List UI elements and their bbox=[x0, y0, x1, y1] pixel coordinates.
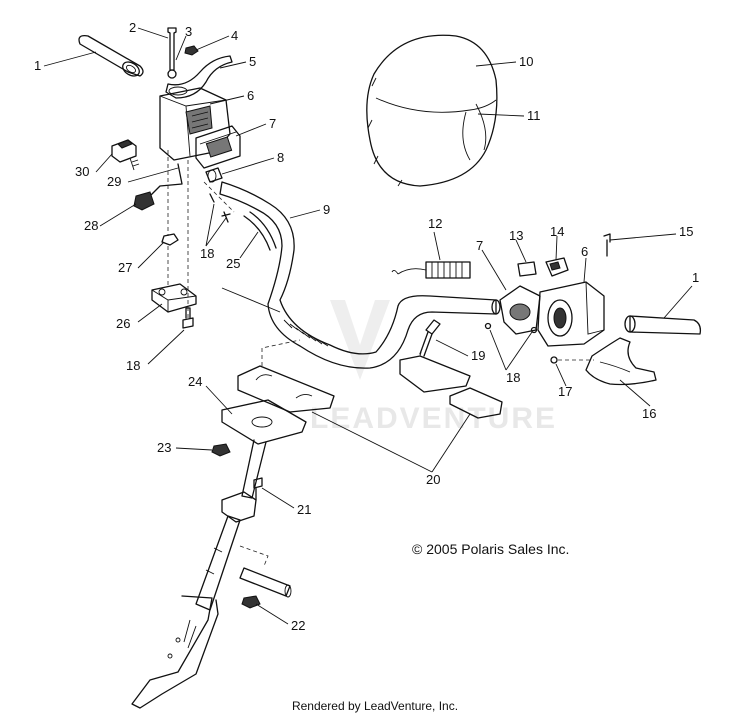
callout-8: 8 bbox=[277, 150, 284, 165]
switch-housing-7-right bbox=[499, 285, 541, 335]
callout-6-right: 6 bbox=[581, 244, 588, 259]
switch-housing-7 bbox=[195, 125, 241, 169]
leader-lines bbox=[43, 27, 693, 625]
watermark: LEADVENTURE bbox=[310, 300, 557, 435]
bolt-18-b bbox=[221, 211, 231, 223]
callout-12: 12 bbox=[428, 216, 442, 231]
handlebar-pad-10 bbox=[366, 34, 498, 187]
callout-13: 13 bbox=[509, 228, 523, 243]
clamp-30 bbox=[111, 139, 140, 171]
callout-26: 26 bbox=[116, 316, 130, 331]
cable-29 bbox=[147, 163, 183, 199]
callout-18-b: 18 bbox=[126, 358, 140, 373]
throttle-housing-6 bbox=[159, 87, 231, 161]
callout-7-right: 7 bbox=[476, 238, 483, 253]
callout-20: 20 bbox=[426, 472, 440, 487]
callout-10: 10 bbox=[519, 54, 533, 69]
callout-24: 24 bbox=[188, 374, 202, 389]
callout-16: 16 bbox=[642, 406, 656, 421]
housing-6-right bbox=[537, 281, 605, 347]
callout-11: 11 bbox=[527, 108, 541, 123]
screw-2 bbox=[167, 27, 177, 71]
callout-17: 17 bbox=[558, 384, 572, 399]
watermark-text: LEADVENTURE bbox=[310, 402, 557, 435]
callout-30: 30 bbox=[75, 164, 89, 179]
right-grip bbox=[624, 315, 702, 335]
fitting-8 bbox=[205, 167, 223, 183]
callout-6-left: 6 bbox=[247, 88, 254, 103]
left-grip bbox=[78, 35, 144, 77]
callout-1-right: 1 bbox=[692, 270, 699, 285]
callout-5: 5 bbox=[249, 54, 256, 69]
callout-18-c: 18 bbox=[506, 370, 520, 385]
callout-14: 14 bbox=[550, 224, 564, 239]
sleeve-22 bbox=[239, 545, 292, 609]
callout-18-a: 18 bbox=[200, 246, 214, 261]
screw-15 bbox=[603, 233, 611, 257]
callout-27: 27 bbox=[118, 260, 132, 275]
clamp-block-26 bbox=[151, 283, 197, 313]
bolt-19 bbox=[419, 319, 441, 357]
steering-post bbox=[131, 515, 241, 709]
callout-21: 21 bbox=[297, 502, 311, 517]
callout-7-left: 7 bbox=[269, 116, 276, 131]
callout-28: 28 bbox=[84, 218, 98, 233]
callout-1-left: 1 bbox=[34, 58, 41, 73]
callout-25: 25 bbox=[226, 256, 240, 271]
lever-16 bbox=[585, 337, 657, 386]
washer-3 bbox=[167, 69, 177, 79]
nut-23 bbox=[211, 443, 231, 457]
callout-labels: 1 2 3 4 5 6 7 8 9 10 11 12 7 13 14 6 15 … bbox=[34, 20, 699, 633]
bolt-18-c bbox=[209, 193, 215, 203]
steering-column-24 bbox=[221, 399, 307, 523]
callout-4: 4 bbox=[231, 28, 238, 43]
bolt-21 bbox=[253, 477, 263, 501]
spring-12 bbox=[391, 261, 471, 279]
switch-13 bbox=[517, 261, 537, 277]
cable-25 bbox=[243, 211, 277, 251]
washer-18-right-a bbox=[484, 322, 492, 330]
callout-15: 15 bbox=[679, 224, 693, 239]
switch-14 bbox=[545, 257, 569, 277]
handlebar-9 bbox=[219, 181, 501, 369]
throttle-lever-5 bbox=[165, 55, 233, 99]
callout-22: 22 bbox=[291, 618, 305, 633]
clamps-20 bbox=[237, 339, 503, 419]
copyright-notice: © 2005 Polaris Sales Inc. bbox=[412, 541, 570, 557]
rendered-by-credit: Rendered by LeadVenture, Inc. bbox=[291, 699, 459, 713]
callout-3: 3 bbox=[185, 24, 192, 39]
boot-28 bbox=[133, 191, 155, 211]
nut-17 bbox=[550, 356, 558, 364]
washer-18-right-b bbox=[530, 326, 538, 334]
callout-9: 9 bbox=[323, 202, 330, 217]
callout-2: 2 bbox=[129, 20, 136, 35]
nut-27 bbox=[161, 233, 179, 246]
callout-19: 19 bbox=[471, 348, 485, 363]
assembly-line-left-3 bbox=[203, 181, 235, 213]
callout-23: 23 bbox=[157, 440, 171, 455]
callout-29: 29 bbox=[107, 174, 121, 189]
nut-4 bbox=[184, 45, 199, 56]
